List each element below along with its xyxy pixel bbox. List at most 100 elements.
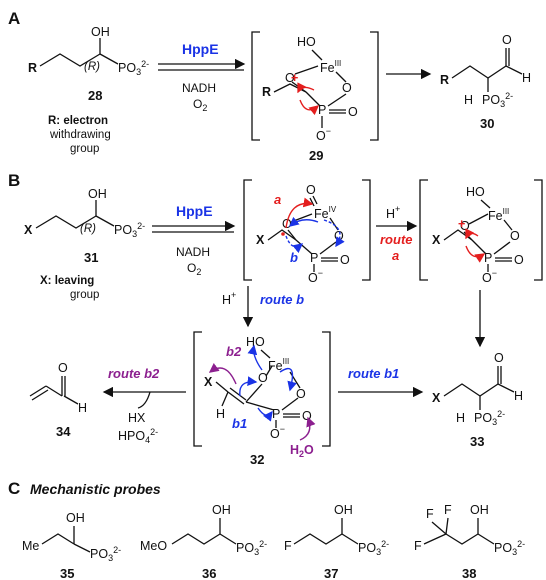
svg-text:P: P	[318, 103, 326, 117]
svg-text:HPO42-: HPO42-	[118, 427, 158, 445]
svg-text:b2: b2	[226, 344, 242, 359]
compound-34: O H 34	[29, 361, 87, 439]
svg-text:route b: route b	[260, 292, 304, 307]
svg-text:H: H	[78, 401, 87, 415]
svg-text:X: X	[432, 391, 441, 405]
svg-text:X: X	[204, 375, 213, 389]
svg-text:HX: HX	[128, 411, 146, 425]
svg-text:OH: OH	[470, 503, 489, 517]
svg-text:MeO: MeO	[140, 539, 167, 553]
radical-dot	[281, 232, 285, 236]
svg-text:O: O	[510, 229, 520, 243]
ferryl-intermediate: O FeIV O O X P O O− a b	[243, 179, 371, 285]
svg-text:PO32-: PO32-	[474, 409, 505, 427]
svg-text:NADH: NADH	[182, 81, 216, 95]
svg-text:route b1: route b1	[348, 366, 399, 381]
svg-text:a: a	[274, 192, 281, 207]
svg-text:FeIII: FeIII	[320, 59, 341, 75]
svg-text:F: F	[444, 503, 452, 517]
route-b1-arrow: route b1	[338, 366, 424, 398]
svg-text:F: F	[426, 507, 434, 521]
svg-text:O: O	[514, 253, 524, 267]
compound-label-32: 32	[250, 452, 264, 467]
svg-text:X: X	[24, 223, 33, 237]
svg-text:OH: OH	[212, 503, 231, 517]
compound-label-28: 28	[88, 88, 102, 103]
compound-37: F OH PO32- 37	[284, 503, 389, 580]
svg-text:O: O	[334, 229, 344, 243]
svg-text:FeIV: FeIV	[314, 205, 337, 221]
intermediate-29: HO FeIII O O R P O O− + 29	[251, 31, 379, 163]
route-b2-arrow: route b2 HX HPO42-	[102, 366, 186, 445]
compound-31: X OH (R) PO32- 31	[24, 187, 145, 265]
compound-label-31: 31	[84, 250, 98, 265]
svg-text:P: P	[310, 251, 318, 265]
svg-text:H: H	[522, 71, 531, 85]
svg-text:OH: OH	[88, 187, 107, 201]
r-note-line3: group	[70, 143, 99, 155]
svg-text:H2O: H2O	[290, 443, 314, 459]
compound-label-29: 29	[309, 148, 323, 163]
svg-text:O2: O2	[193, 97, 207, 113]
svg-text:NADH: NADH	[176, 245, 210, 259]
x-note-line1: X: leaving	[40, 275, 94, 287]
reaction-arrow-b1: HppE NADH O2	[152, 203, 236, 277]
svg-text:H: H	[456, 411, 465, 425]
compound-28: R OH (R) PO32- 28	[28, 25, 149, 103]
svg-text:route: route	[380, 232, 413, 247]
svg-text:O: O	[348, 105, 358, 119]
svg-text:P: P	[272, 407, 280, 421]
reaction-arrow-a1: HppE NADH O2	[158, 41, 246, 113]
svg-text:b: b	[290, 250, 298, 265]
svg-text:PO32-: PO32-	[90, 545, 121, 563]
compound-label-33: 33	[470, 434, 484, 449]
svg-text:X: X	[432, 233, 441, 247]
svg-text:a: a	[392, 248, 399, 263]
svg-text:route b2: route b2	[108, 366, 160, 381]
svg-text:(R): (R)	[84, 61, 100, 73]
carbocation-intermediate: HO FeIII O O X P O O− +	[419, 179, 543, 285]
compound-30: R O H H PO32- 30	[440, 33, 531, 131]
section-c-title: Mechanistic probes	[30, 481, 161, 497]
svg-text:OH: OH	[91, 25, 110, 39]
svg-text:O: O	[340, 253, 350, 267]
svg-text:HppE: HppE	[176, 203, 213, 219]
panel-label-a: A	[8, 9, 20, 28]
svg-text:F: F	[414, 539, 422, 553]
svg-text:O: O	[502, 33, 512, 47]
svg-text:R: R	[28, 61, 37, 75]
svg-text:FeIII: FeIII	[488, 207, 509, 223]
svg-text:O−: O−	[316, 126, 331, 143]
svg-text:PO32-: PO32-	[118, 59, 149, 77]
svg-text:Me: Me	[22, 539, 39, 553]
route-b-arrow: H+ route b	[222, 286, 304, 328]
svg-text:P: P	[484, 251, 492, 265]
svg-text:O−: O−	[308, 268, 323, 285]
svg-text:H: H	[216, 407, 225, 421]
svg-text:HO: HO	[246, 335, 265, 349]
compound-label-35: 35	[60, 566, 74, 580]
svg-text:O: O	[58, 361, 68, 375]
compound-33: X O H H PO32- 33	[432, 351, 523, 449]
svg-text:PO32-: PO32-	[236, 539, 267, 557]
r-note-line1: R: electron	[48, 115, 108, 127]
intermediate-32: HO FeIII O O X H P O O− b2 b1 H2O 32	[193, 331, 331, 467]
svg-text:O−: O−	[270, 424, 285, 441]
svg-text:FeIII: FeIII	[268, 357, 289, 373]
svg-text:PO32-: PO32-	[482, 91, 513, 109]
route-a-arrow: H+ route a	[376, 204, 418, 263]
svg-text:F: F	[284, 539, 292, 553]
svg-text:H+: H+	[222, 290, 236, 307]
svg-text:OH: OH	[334, 503, 353, 517]
svg-text:O: O	[494, 351, 504, 365]
r-note-line2: withdrawing	[49, 129, 111, 141]
svg-text:R: R	[262, 85, 271, 99]
svg-text:R: R	[440, 73, 449, 87]
svg-text:HO: HO	[297, 35, 316, 49]
svg-text:O: O	[342, 81, 352, 95]
compound-35: Me OH PO32- 35	[22, 511, 121, 580]
svg-text:O: O	[296, 387, 306, 401]
svg-text:X: X	[256, 233, 265, 247]
svg-text:O: O	[258, 371, 268, 385]
